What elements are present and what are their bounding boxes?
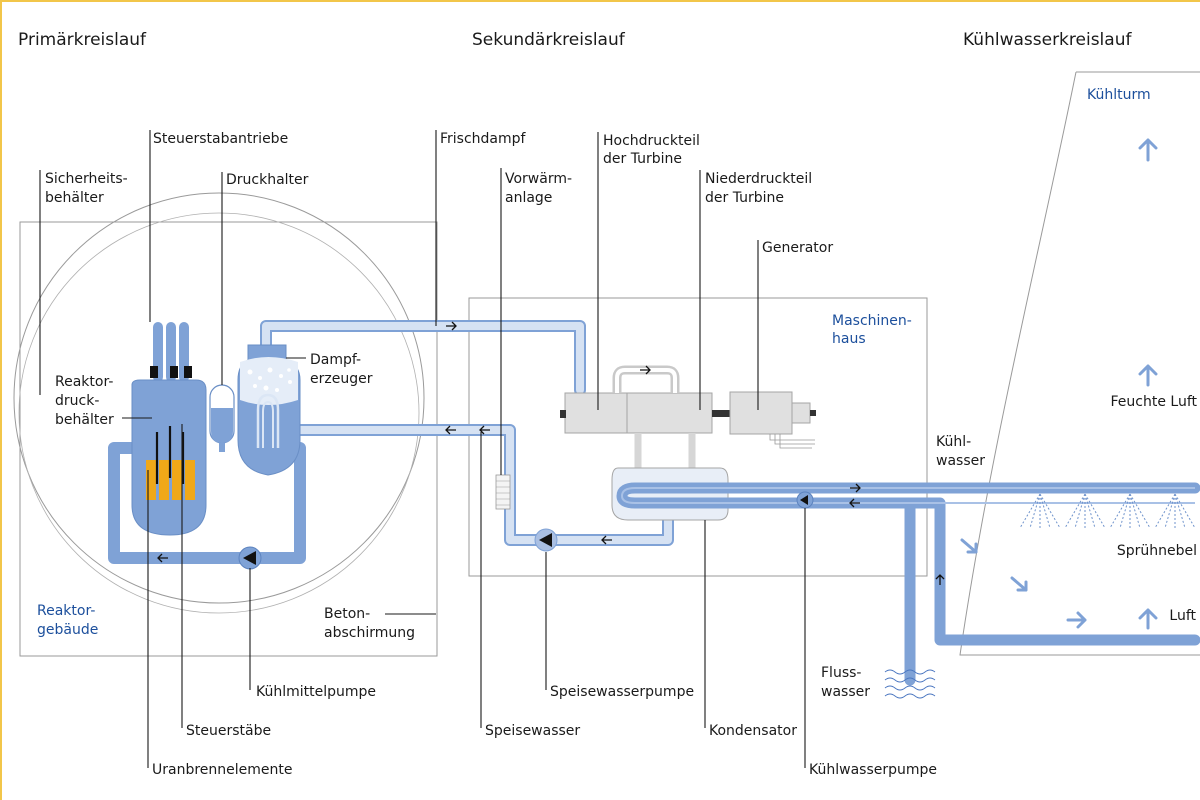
label-kuehlwasser-1: Kühl-	[936, 434, 971, 450]
label-speisewasserpumpe: Speisewasserpumpe	[550, 684, 694, 700]
label-kuehlwasserpumpe: Kühlwasserpumpe	[809, 762, 937, 778]
label-reaktorgebaeude-2: gebäude	[37, 622, 98, 638]
flow-arrows	[157, 321, 945, 585]
label-vorwaerm-2: anlage	[505, 190, 552, 206]
arrow-diag-2	[1010, 576, 1028, 592]
air-arrows	[960, 138, 1158, 630]
header-secondary: Sekundärkreislauf	[472, 30, 626, 50]
containment-inner	[18, 212, 420, 614]
pressurizer	[209, 384, 235, 452]
arrow-crossover	[640, 365, 651, 375]
steam-generator	[237, 344, 301, 476]
header-primary: Primärkreislauf	[18, 30, 147, 50]
label-reaktor-1: Reaktor-	[55, 374, 113, 390]
turbine-lp	[626, 392, 730, 434]
header-cooling: Kühlwasserkreislauf	[963, 30, 1132, 50]
control-rods	[155, 426, 185, 484]
arrow-up-3	[1138, 608, 1158, 630]
spray-nozzles	[1019, 493, 1196, 529]
label-luft: Luft	[1169, 608, 1196, 624]
label-sicherheits-1: Sicherheits-	[45, 171, 128, 187]
label-steuerstaebe: Steuerstäbe	[186, 723, 271, 739]
label-niederdruck-2: der Turbine	[705, 190, 784, 206]
label-kuehlmittelpumpe: Kühlmittelpumpe	[256, 684, 376, 700]
label-steuerstabantriebe: Steuerstabantriebe	[153, 131, 288, 147]
label-kuehlturm: Kühlturm	[1087, 87, 1151, 103]
arrow-right	[1066, 611, 1087, 629]
label-reaktorgebaeude-1: Reaktor-	[37, 603, 95, 619]
turbine-exhaust	[634, 433, 696, 468]
arrow-diag-1	[960, 538, 978, 554]
label-kuehlwasser-2: wasser	[936, 453, 985, 469]
arrow-primary	[157, 553, 168, 563]
containment-outer	[13, 192, 425, 604]
label-vorwaerm-1: Vorwärm-	[505, 171, 572, 187]
generator	[729, 391, 816, 449]
label-hochdruck-1: Hochdruckteil	[603, 133, 700, 149]
label-fluss-2: wasser	[821, 684, 870, 700]
arrow-cooling-up	[935, 574, 945, 585]
arrow-feedwater-2	[479, 425, 490, 435]
arrow-steam	[446, 321, 457, 331]
label-beton-1: Beton-	[324, 606, 370, 622]
label-reaktor-2: druck-	[55, 393, 99, 409]
arrow-cooling-2	[849, 498, 860, 508]
label-druckhalter: Druckhalter	[226, 172, 309, 188]
reactor-building	[19, 221, 438, 657]
arrow-up-2	[1138, 364, 1158, 387]
label-hochdruck-2: der Turbine	[603, 151, 682, 167]
arrow-up-1	[1138, 138, 1158, 162]
cooling-water-pump	[796, 491, 814, 509]
label-feuchte-luft: Feuchte Luft	[1111, 394, 1198, 410]
label-fluss-1: Fluss-	[821, 665, 861, 681]
preheater	[495, 474, 511, 510]
coolant-pump	[238, 546, 262, 570]
feedwater-pump	[534, 528, 558, 552]
cooling-water-loop	[616, 482, 1200, 686]
cooling-tower-wall	[959, 71, 1200, 656]
label-frischdampf: Frischdampf	[440, 131, 527, 147]
arrow-cooling-1	[850, 483, 861, 493]
arrow-feedwater-3	[601, 535, 612, 545]
label-generator: Generator	[762, 240, 833, 256]
feedwater-line	[284, 424, 674, 546]
label-reaktor-3: behälter	[55, 412, 114, 428]
label-sicherheits-2: behälter	[45, 190, 104, 206]
steam-line	[260, 320, 586, 396]
label-dampf-1: Dampf-	[310, 352, 361, 368]
label-niederdruck-1: Niederdruckteil	[705, 171, 812, 187]
label-spruehnebel: Sprühnebel	[1117, 543, 1197, 559]
fuel-elements	[146, 460, 195, 500]
arrow-feedwater-1	[445, 425, 456, 435]
label-dampf-2: erzeuger	[310, 371, 373, 387]
river-water-waves	[884, 669, 936, 699]
label-uran: Uranbrennelemente	[152, 762, 293, 778]
machine-house	[468, 297, 928, 577]
label-speisewasser: Speisewasser	[485, 723, 580, 739]
label-maschinen-1: Maschinen-	[832, 313, 912, 329]
leader-lines	[39, 130, 806, 768]
label-maschinen-2: haus	[832, 331, 866, 347]
label-beton-2: abschirmung	[324, 625, 415, 641]
turbine-hp	[560, 392, 628, 434]
label-kondensator: Kondensator	[709, 723, 797, 739]
